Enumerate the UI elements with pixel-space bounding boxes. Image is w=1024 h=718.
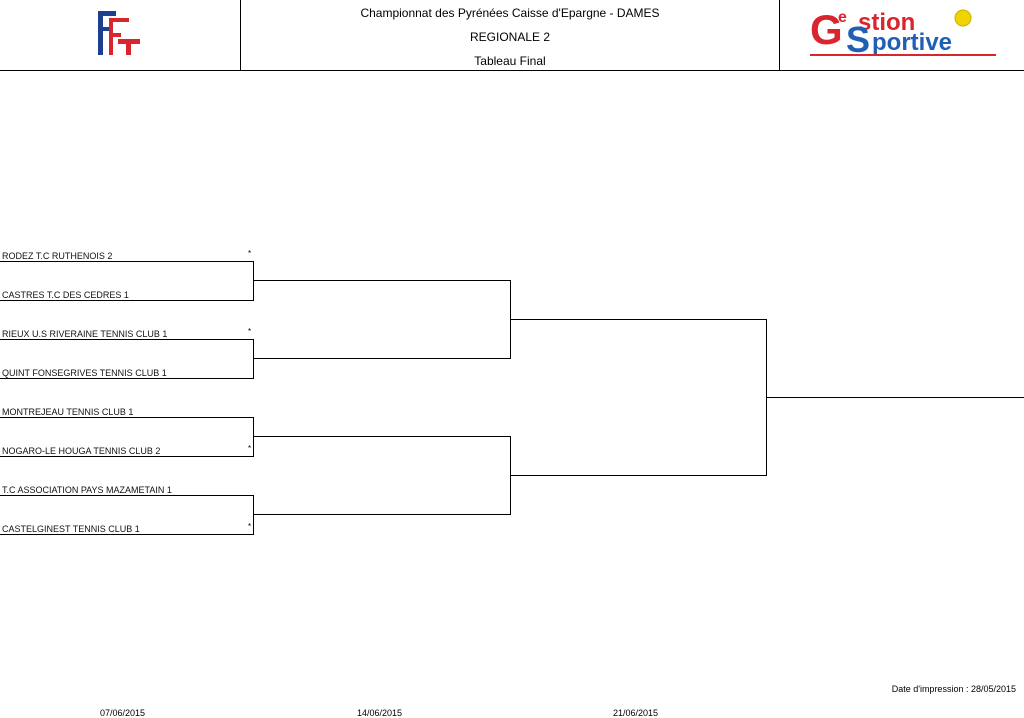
page-header: Championnat des Pyrénées Caisse d'Epargn…: [0, 0, 1024, 71]
header-subtitle: Tableau Final: [474, 54, 546, 68]
team-name: MONTREJEAU TENNIS CLUB 1: [2, 407, 134, 417]
svg-text:portive: portive: [872, 29, 952, 56]
tennis-ball-icon: [954, 9, 972, 27]
svg-text:stion: stion: [858, 9, 915, 36]
svg-text:G: G: [810, 6, 843, 53]
header-title: Championnat des Pyrénées Caisse d'Epargn…: [360, 6, 660, 20]
seed-marker: *: [248, 327, 252, 336]
svg-text:e: e: [838, 9, 847, 26]
team-name: RODEZ T.C RUTHENOIS 2: [2, 251, 113, 261]
header-division: REGIONALE 2: [469, 30, 551, 44]
gestion-sportive-logo: G e stion S portive: [810, 6, 996, 60]
team-name: NOGARO-LE HOUGA TENNIS CLUB 2: [2, 446, 161, 456]
header-divider: [240, 0, 241, 70]
round-date: 07/06/2015: [100, 708, 146, 718]
team-name: RIEUX U.S RIVERAINE TENNIS CLUB 1: [2, 329, 168, 339]
round-date: 14/06/2015: [357, 708, 403, 718]
team-name: CASTRES T.C DES CEDRES 1: [2, 290, 129, 300]
seed-marker: *: [248, 444, 252, 453]
team-name: CASTELGINEST TENNIS CLUB 1: [2, 524, 140, 534]
seed-marker: *: [248, 522, 252, 531]
fft-logo: [98, 11, 140, 55]
seed-marker: *: [248, 249, 252, 258]
print-date: Date d'impression : 28/05/2015: [891, 684, 1016, 694]
team-name: QUINT FONSEGRIVES TENNIS CLUB 1: [2, 368, 167, 378]
svg-text:S: S: [846, 19, 870, 60]
team-name: T.C ASSOCIATION PAYS MAZAMETAIN 1: [2, 485, 172, 495]
round-date: 21/06/2015: [613, 708, 659, 718]
header-divider: [779, 0, 780, 70]
